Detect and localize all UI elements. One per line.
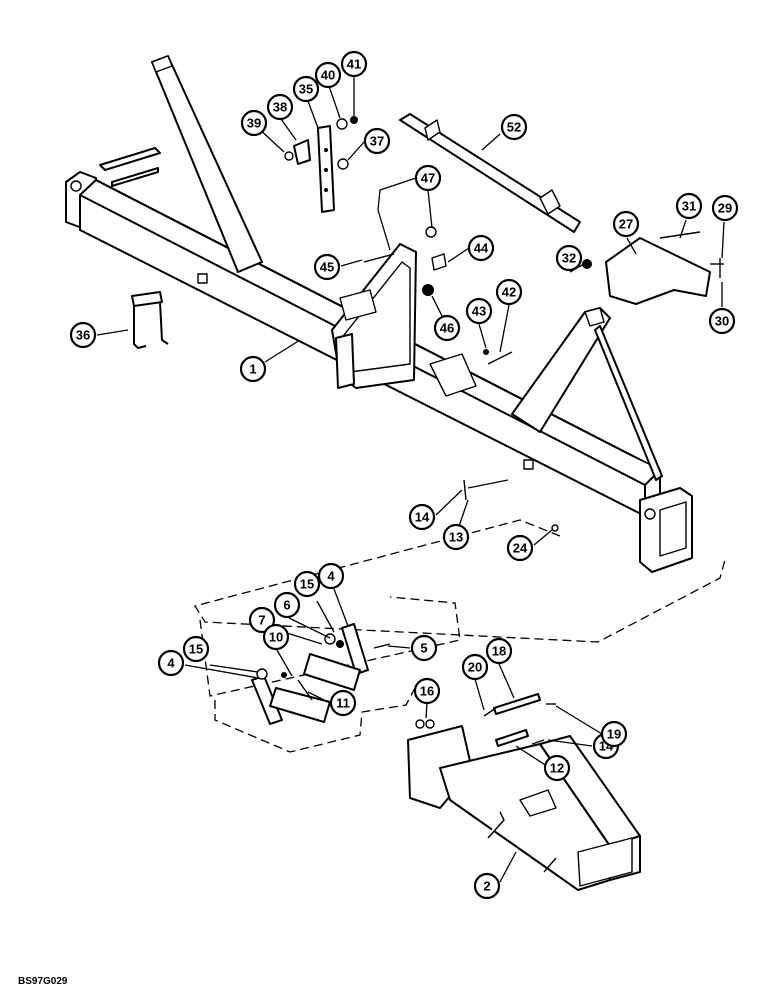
svg-text:32: 32	[562, 251, 576, 266]
svg-text:19: 19	[607, 727, 621, 742]
callout-15: 15	[293, 570, 321, 598]
callout-44: 44	[467, 234, 495, 262]
svg-text:31: 31	[682, 199, 696, 214]
svg-text:2: 2	[483, 879, 490, 894]
svg-text:4: 4	[167, 656, 175, 671]
callout-40: 40	[314, 61, 342, 89]
svg-text:27: 27	[619, 217, 633, 232]
callout-20: 20	[461, 653, 489, 681]
callout-6: 6	[273, 591, 301, 619]
svg-text:13: 13	[449, 530, 463, 545]
callout-35: 35	[292, 75, 320, 103]
callout-5: 5	[410, 634, 438, 662]
lower-parts	[251, 623, 641, 891]
callout-41: 41	[340, 50, 368, 78]
svg-text:45: 45	[320, 260, 334, 275]
callout-12: 12	[543, 754, 571, 782]
svg-text:7: 7	[258, 613, 265, 628]
svg-text:5: 5	[420, 641, 427, 656]
callout-43: 43	[465, 297, 493, 325]
dashed-group-outlines	[193, 519, 726, 753]
svg-text:16: 16	[420, 684, 434, 699]
svg-text:46: 46	[440, 321, 454, 336]
svg-text:35: 35	[299, 82, 313, 97]
callout-36: 36	[69, 321, 97, 349]
callout-38: 38	[266, 93, 294, 121]
svg-text:12: 12	[550, 761, 564, 776]
main-frame	[65, 55, 693, 573]
callout-46: 46	[433, 314, 461, 342]
callouts: 1 2 4 4 5 6 7 10 11 12 13 14 14 15 15 16…	[69, 50, 739, 900]
svg-text:37: 37	[370, 134, 384, 149]
small-parts-top	[131, 113, 724, 532]
svg-text:11: 11	[336, 696, 350, 711]
svg-text:43: 43	[472, 304, 486, 319]
callout-4: 4	[317, 562, 345, 590]
callout-7: 7	[248, 606, 276, 634]
svg-text:24: 24	[513, 541, 528, 556]
callout-27: 27	[612, 210, 640, 238]
callout-30: 30	[708, 307, 736, 335]
callout-2: 2	[473, 872, 501, 900]
callout-31: 31	[675, 192, 703, 220]
svg-text:41: 41	[347, 57, 361, 72]
callout-42: 42	[495, 278, 523, 306]
callout-1: 1	[239, 355, 267, 383]
callout-18: 18	[485, 637, 513, 665]
callout-45: 45	[313, 253, 341, 281]
callout-13: 13	[442, 523, 470, 551]
callout-11: 11	[329, 689, 357, 717]
svg-text:38: 38	[273, 100, 287, 115]
callout-14: 14	[408, 503, 436, 531]
callout-15: 15	[182, 635, 210, 663]
svg-text:18: 18	[492, 644, 506, 659]
callout-47: 47	[414, 164, 442, 192]
callout-24: 24	[506, 534, 534, 562]
svg-text:52: 52	[507, 120, 521, 135]
svg-text:29: 29	[718, 201, 732, 216]
leader-lines	[96, 73, 725, 883]
svg-text:39: 39	[247, 116, 261, 131]
callout-37: 37	[363, 127, 391, 155]
svg-text:40: 40	[321, 68, 335, 83]
svg-text:14: 14	[415, 510, 430, 525]
callout-32: 32	[555, 244, 583, 272]
svg-text:44: 44	[474, 241, 489, 256]
callout-10: 10	[262, 623, 290, 651]
drawing-reference-code: BS97G029	[18, 976, 68, 987]
svg-text:30: 30	[715, 314, 729, 329]
svg-text:1: 1	[249, 362, 256, 377]
svg-text:15: 15	[300, 577, 314, 592]
svg-text:47: 47	[421, 171, 435, 186]
svg-text:42: 42	[502, 285, 516, 300]
callout-52: 52	[500, 113, 528, 141]
svg-text:20: 20	[468, 660, 482, 675]
svg-text:6: 6	[283, 598, 290, 613]
callout-29: 29	[711, 194, 739, 222]
callout-16: 16	[413, 677, 441, 705]
svg-text:15: 15	[189, 642, 203, 657]
svg-text:4: 4	[327, 569, 335, 584]
callout-19: 19	[600, 720, 628, 748]
svg-text:36: 36	[76, 328, 90, 343]
svg-text:10: 10	[269, 630, 283, 645]
callout-39: 39	[240, 109, 268, 137]
callout-4: 4	[157, 649, 185, 677]
